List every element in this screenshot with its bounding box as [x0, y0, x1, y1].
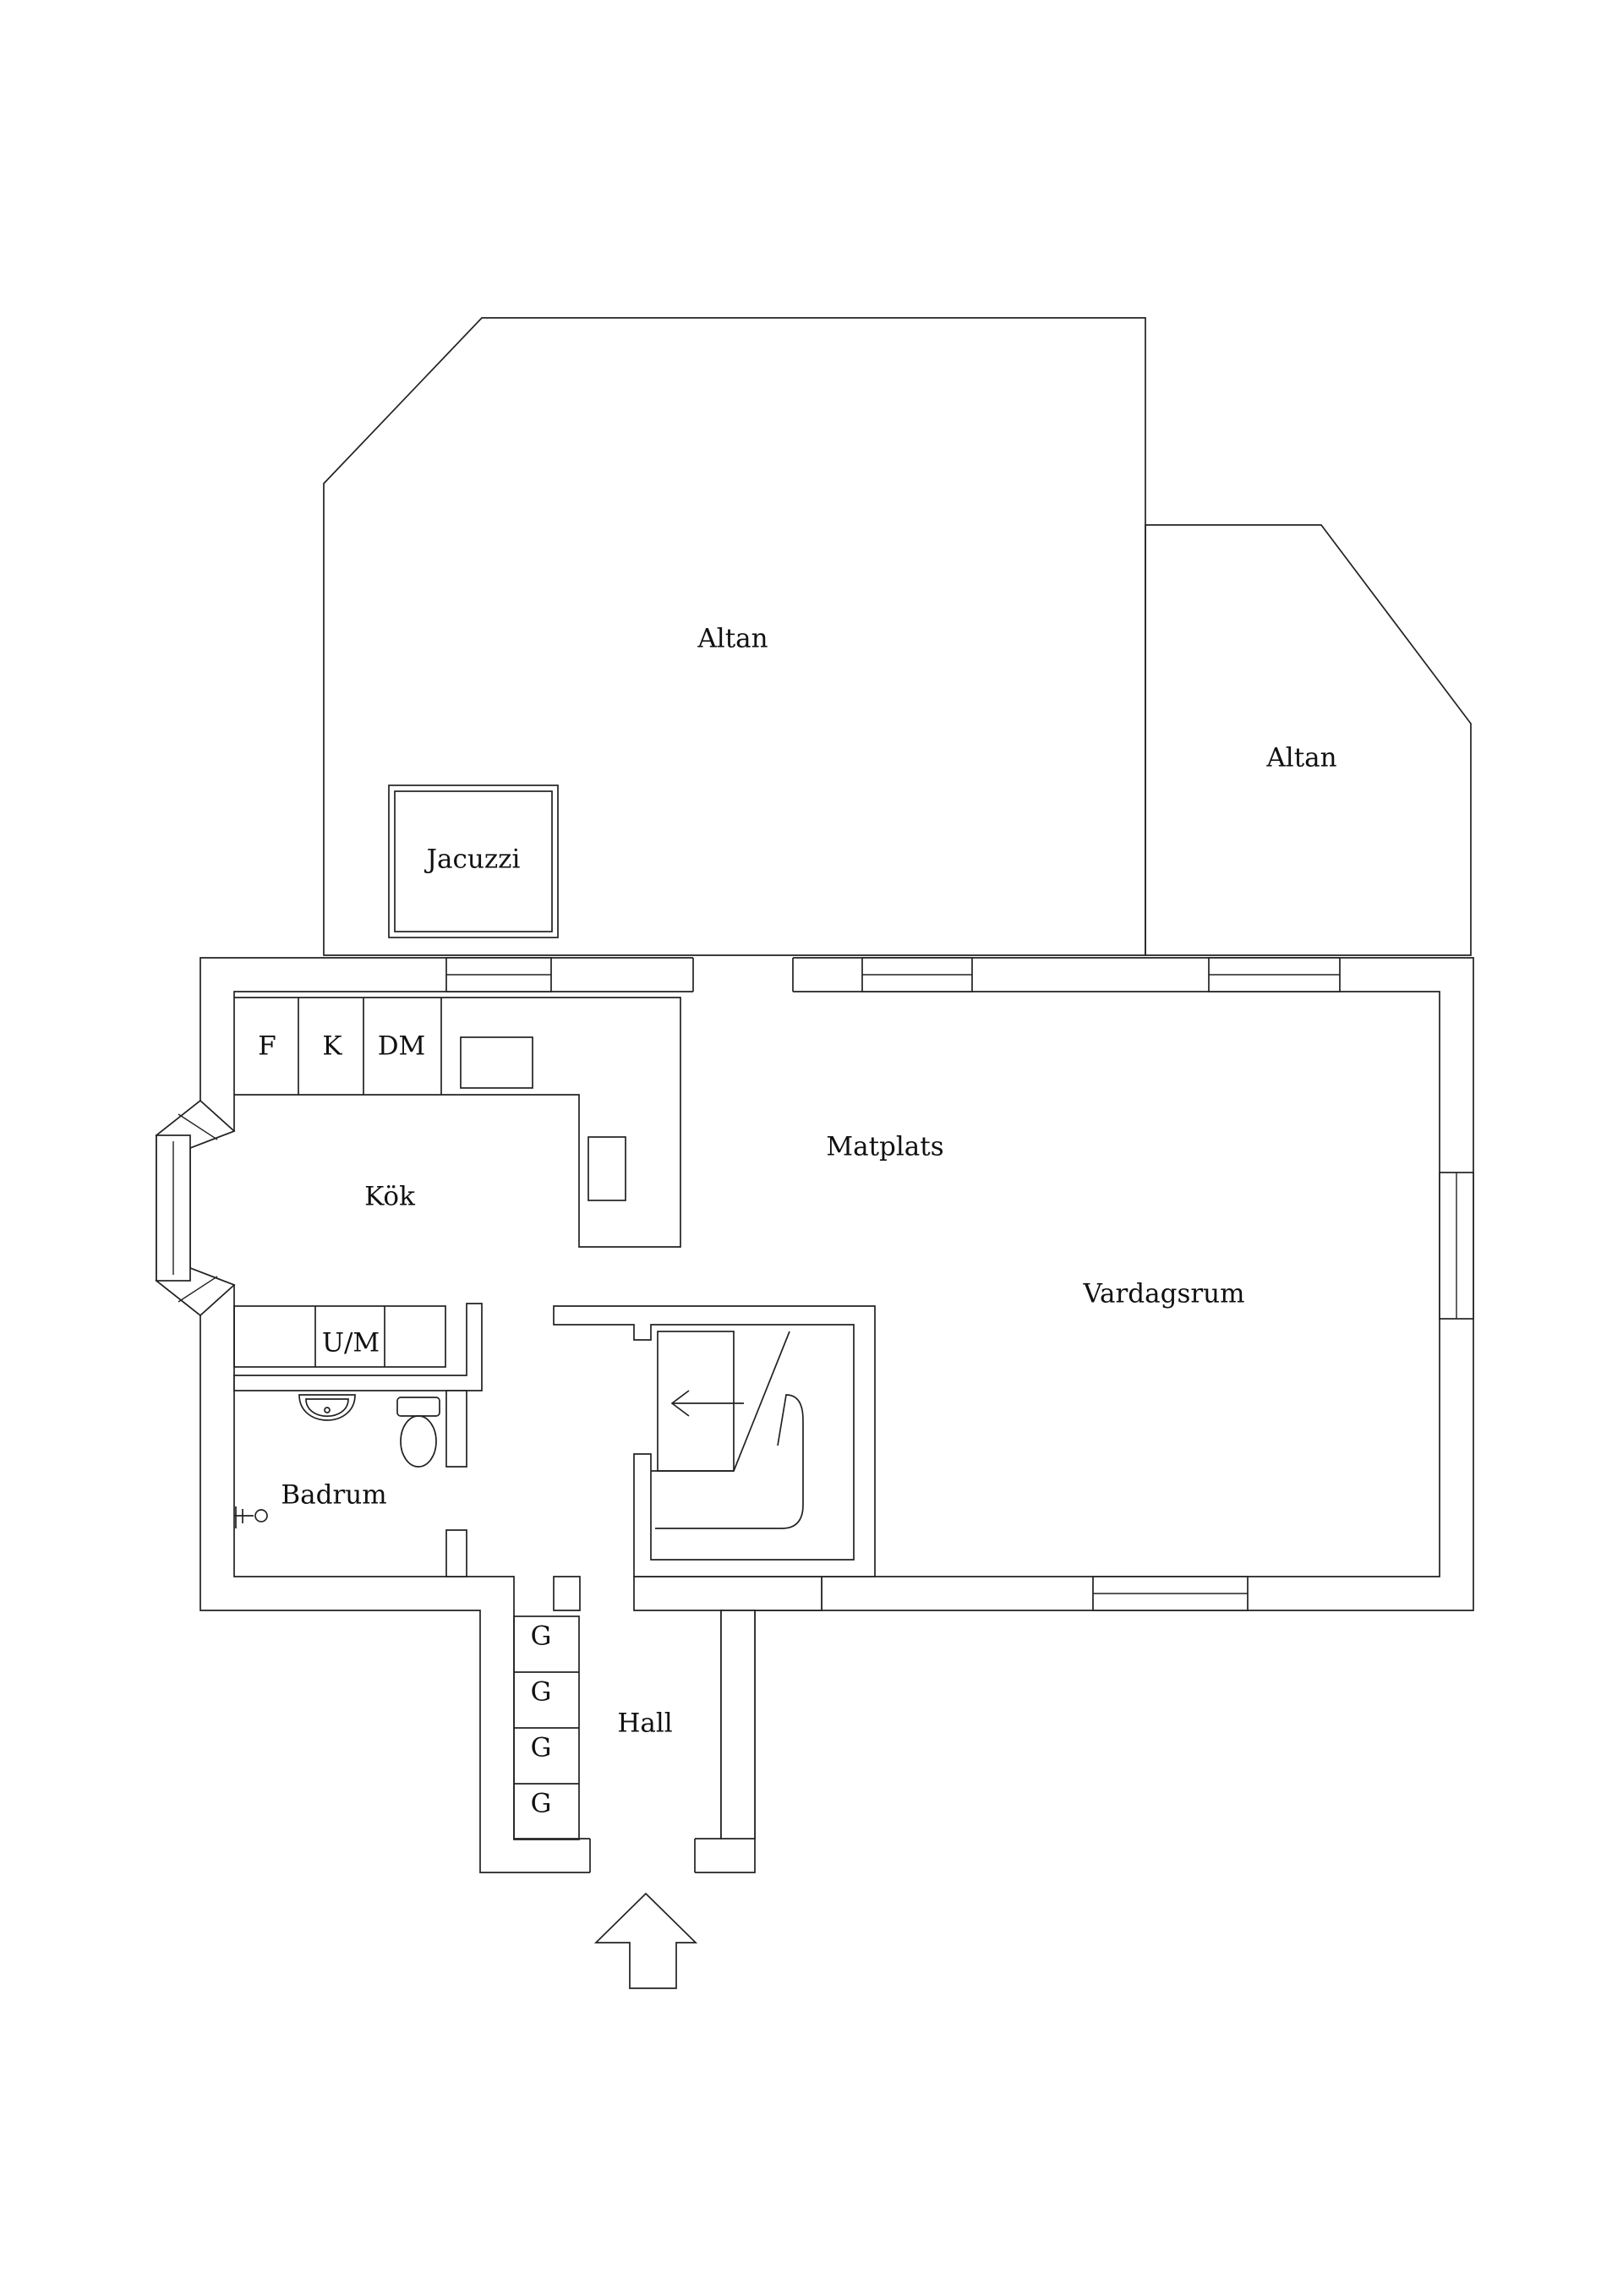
interior-wall-bathroom-bottom	[445, 1529, 467, 1577]
label-wardrobe: G	[531, 1621, 552, 1652]
label-dishwasher: DM	[378, 1031, 426, 1062]
sink	[460, 1036, 533, 1089]
label-jacuzzi: Jacuzzi	[424, 845, 521, 875]
interior-wall-hall-left	[553, 1576, 581, 1611]
room-label-altan-side: Altan	[1265, 743, 1336, 774]
window-kitchen-top	[445, 957, 552, 992]
interior-wall-hall-side	[720, 1610, 756, 1840]
window-dining-top	[861, 957, 973, 992]
label-washer-dryer: U/M	[322, 1328, 380, 1358]
window-living-right	[1439, 1172, 1474, 1320]
room-label-hall: Hall	[617, 1708, 672, 1739]
kitchen-counter	[234, 997, 681, 1248]
toilet	[396, 1397, 440, 1468]
room-label-kok: Kök	[364, 1182, 415, 1212]
window-living-bottom	[1092, 1576, 1249, 1611]
label-freezer: K	[322, 1031, 342, 1062]
terrace-side-outline	[1145, 524, 1472, 956]
label-wardrobe: G	[531, 1789, 552, 1819]
room-label-matplats: Matplats	[826, 1132, 943, 1162]
jacuzzi	[388, 784, 559, 938]
door-openings	[589, 956, 794, 1874]
bay-window	[155, 1099, 236, 1317]
laundry-cabinet	[233, 1305, 446, 1368]
interior-wall-bathroom-right	[445, 1390, 467, 1468]
shower-tap	[234, 1506, 268, 1528]
label-fridge: F	[258, 1031, 276, 1062]
room-label-vardagsrum: Vardagsrum	[1082, 1279, 1244, 1309]
stove	[587, 1136, 626, 1201]
entrance-arrow	[593, 1892, 698, 1989]
label-wardrobe: G	[531, 1733, 552, 1763]
washbasin	[298, 1394, 356, 1421]
staircase	[651, 1331, 804, 1529]
window-living-top	[1208, 957, 1341, 992]
interior-wall-stair-enclosure	[553, 1305, 876, 1577]
room-label-badrum: Badrum	[281, 1480, 386, 1511]
interior-wall-hall-right	[633, 1576, 822, 1611]
wardrobes	[513, 1615, 580, 1840]
label-wardrobe: G	[531, 1677, 552, 1708]
terrace-main-outline	[323, 317, 1146, 956]
interior-wall-bathroom	[233, 1303, 483, 1391]
room-label-altan-main: Altan	[697, 624, 768, 654]
